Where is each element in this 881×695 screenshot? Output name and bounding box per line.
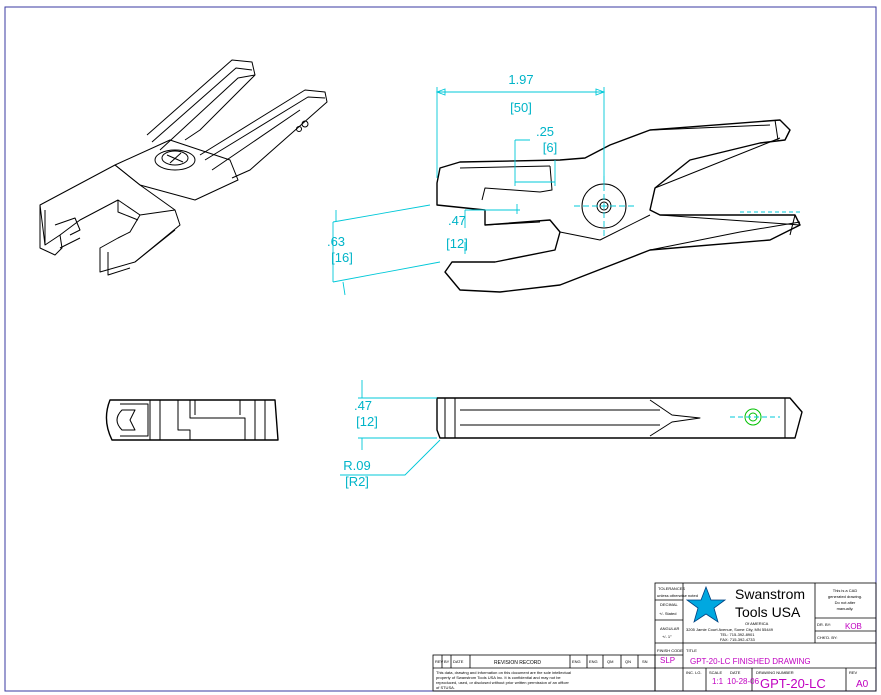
scale-label: SCALE: [709, 670, 722, 675]
dim-thickness-in: .47: [354, 398, 372, 413]
drawing-title: GPT-20-LC FINISHED DRAWING: [690, 657, 811, 666]
address-line3: FAX: 715-392-4733: [720, 637, 755, 642]
disclaimer-line4: of STUSA.: [436, 685, 455, 690]
dim-height-in: .63: [327, 234, 345, 249]
dim-radius-in: R.09: [343, 458, 370, 473]
drawing-number-value: GPT-20-LC: [760, 676, 826, 691]
finish-code-label: FINISH CODE: [657, 648, 683, 653]
date-value: 10-28-06: [727, 677, 760, 686]
finish-code-value: SLP: [660, 656, 675, 665]
dim-gap-mm: [12]: [446, 236, 468, 251]
disclaimer-line3: reproduced, used, or disclosed without p…: [436, 680, 570, 685]
angular-value: +/- 1°: [662, 634, 672, 639]
dim-gap-in: .47: [448, 213, 466, 228]
scale-value: 1:1: [712, 677, 724, 686]
rev-col-qn: QN: [625, 659, 631, 664]
drawn-by-label: DR. BY:: [817, 622, 831, 627]
tolerance-label: TOLERANCES: [658, 586, 685, 591]
star-logo: [685, 585, 727, 623]
angular-label: ANGULAR: [660, 626, 679, 631]
company-small: Of AMERICA: [745, 621, 769, 626]
end-view: [105, 399, 279, 441]
drawn-by-value: KOB: [845, 622, 862, 631]
cad-note-3: Do not alter: [835, 600, 856, 605]
rev-col-eng2: ENG: [589, 659, 598, 664]
dim-width-in: 1.97: [508, 72, 533, 87]
decimal-label: DECIMAL: [660, 602, 679, 607]
dim-jaw-tip-mm: [6]: [543, 140, 557, 155]
rev-value: A0: [856, 679, 869, 690]
isometric-view: [39, 59, 328, 276]
cad-note-2: generated drawing.: [828, 594, 862, 599]
disclaimer-line1: This data, drawing and information on th…: [436, 670, 571, 675]
address-line1: 3205 Jamie Court Avenue, Some City, MN 5…: [686, 627, 774, 632]
disclaimer-line2: property of Swanstrom Tools USA Inc. It …: [436, 675, 561, 680]
date-label: DATE: [730, 670, 741, 675]
dim-thickness-mm: [12]: [356, 414, 378, 429]
rev-col-eng: ENG: [572, 659, 581, 664]
dim-height-mm: [16]: [331, 250, 353, 265]
decimal-value: +/- Stated: [659, 611, 676, 616]
side-view-dimensions: 1.97 [50] .25 [6] .47 [12] .63 [16]: [327, 72, 606, 296]
tolerance-note: unless otherwise noted: [657, 593, 698, 598]
rev-col-record: REVISION RECORD: [494, 660, 541, 666]
address-line2: TEL: 715-392-8901: [720, 632, 755, 637]
side-view: [436, 119, 801, 293]
drawing-number-label: DRAWING NUMBER: [756, 670, 794, 675]
checked-by-label: CHK'D. BY:: [817, 635, 838, 640]
dim-width-mm: [50]: [510, 100, 532, 115]
title-block: TOLERANCES unless otherwise noted DECIMA…: [432, 582, 877, 692]
dim-radius-mm: [R2]: [345, 474, 369, 489]
cad-note-1: This is a CAD: [833, 588, 858, 593]
inc-label: INC. LG.: [686, 670, 702, 675]
title-label: TITLE: [686, 648, 697, 653]
rev-col-sn: SN: [642, 659, 648, 664]
pivot-hole: [744, 408, 762, 426]
rev-label: REV: [849, 670, 858, 675]
dim-jaw-tip-in: .25: [536, 124, 554, 139]
top-view: [436, 397, 803, 439]
top-view-dimensions: .47 [12] R.09 [R2]: [340, 380, 441, 489]
company-name-line1: Swanstrom: [735, 586, 805, 602]
rev-col-by: BY: [444, 659, 450, 664]
rev-col-rev: REV: [435, 659, 444, 664]
company-name-line2: Tools USA: [735, 604, 801, 620]
rev-col-qm: QM: [607, 659, 613, 664]
cad-note-4: manually.: [837, 606, 854, 611]
rev-col-date: DATE: [453, 659, 464, 664]
